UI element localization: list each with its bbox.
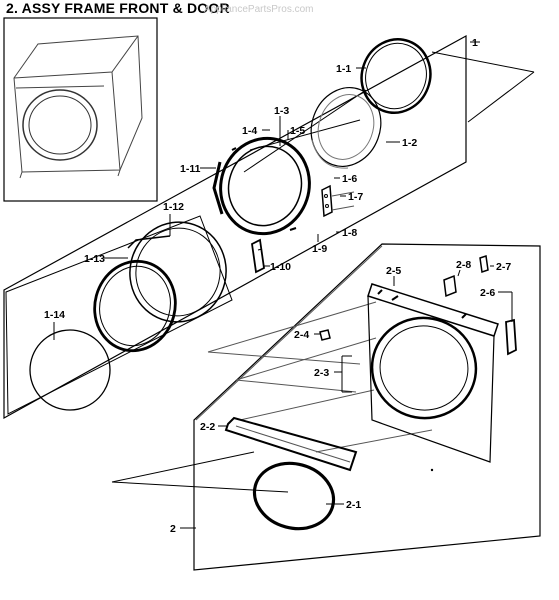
part-1-14-door-glass [29,329,111,411]
label-2-4: 2-4 [294,329,309,341]
leader-lines [53,67,513,529]
part-1-1-door-ring [360,38,432,114]
label-1-2: 1-2 [402,137,417,149]
part-2-6-handle [505,318,517,356]
label-1-9: 1-9 [312,243,327,255]
label-1-1: 1-1 [336,63,351,75]
label-1-11: 1-11 [180,163,201,175]
label-2-2: 2-2 [200,421,215,433]
label-1-14: 1-14 [44,309,65,321]
dryer-overview-inset [3,17,158,202]
part-2-5-front-panel [367,283,499,463]
label-2-8: 2-8 [456,259,471,271]
label-2-1: 2-1 [346,499,361,511]
part-1-2-door-cover [310,87,382,169]
label-2: 2 [170,523,176,535]
label-1-12: 1-12 [163,201,184,213]
part-1-10-latch [251,238,265,274]
part-1-11-door-frame [212,136,311,236]
part-2-8-clip [443,274,457,298]
part-1-6-hinge [321,184,355,218]
marker-dot [430,468,434,472]
part-2-7-clip [479,255,489,273]
label-2-7: 2-7 [496,261,511,273]
label-1-8: 1-8 [342,227,357,239]
label-2-6: 2-6 [480,287,495,299]
label-2-5: 2-5 [386,265,401,277]
part-labels: 1 1-1 1-2 1-3 1-4 1-5 1-6 1-7 1-8 1-9 1-… [44,37,511,535]
watermark: AppliancePartsPros.com [204,4,314,15]
label-1-4: 1-4 [242,125,257,137]
part-2-1-gasket [252,461,336,531]
label-2-3: 2-3 [314,367,329,379]
label-1-5: 1-5 [290,125,305,137]
part-1-13-door-gasket [93,259,177,353]
part-1-12-inner-door-assy [127,221,227,323]
part-2-4-sensor [319,329,331,341]
diagram-title: 2. ASSY FRAME FRONT & DOOR [6,0,230,16]
label-1: 1 [472,37,478,49]
label-1-3: 1-3 [274,105,289,117]
label-1-6: 1-6 [342,173,357,185]
label-1-7: 1-7 [348,191,363,203]
label-1-10: 1-10 [270,261,291,273]
label-1-13: 1-13 [84,253,105,265]
assembly-1-frame [3,34,535,420]
part-2-2-control-bar [224,416,358,472]
assembly-2-frame [111,243,541,571]
